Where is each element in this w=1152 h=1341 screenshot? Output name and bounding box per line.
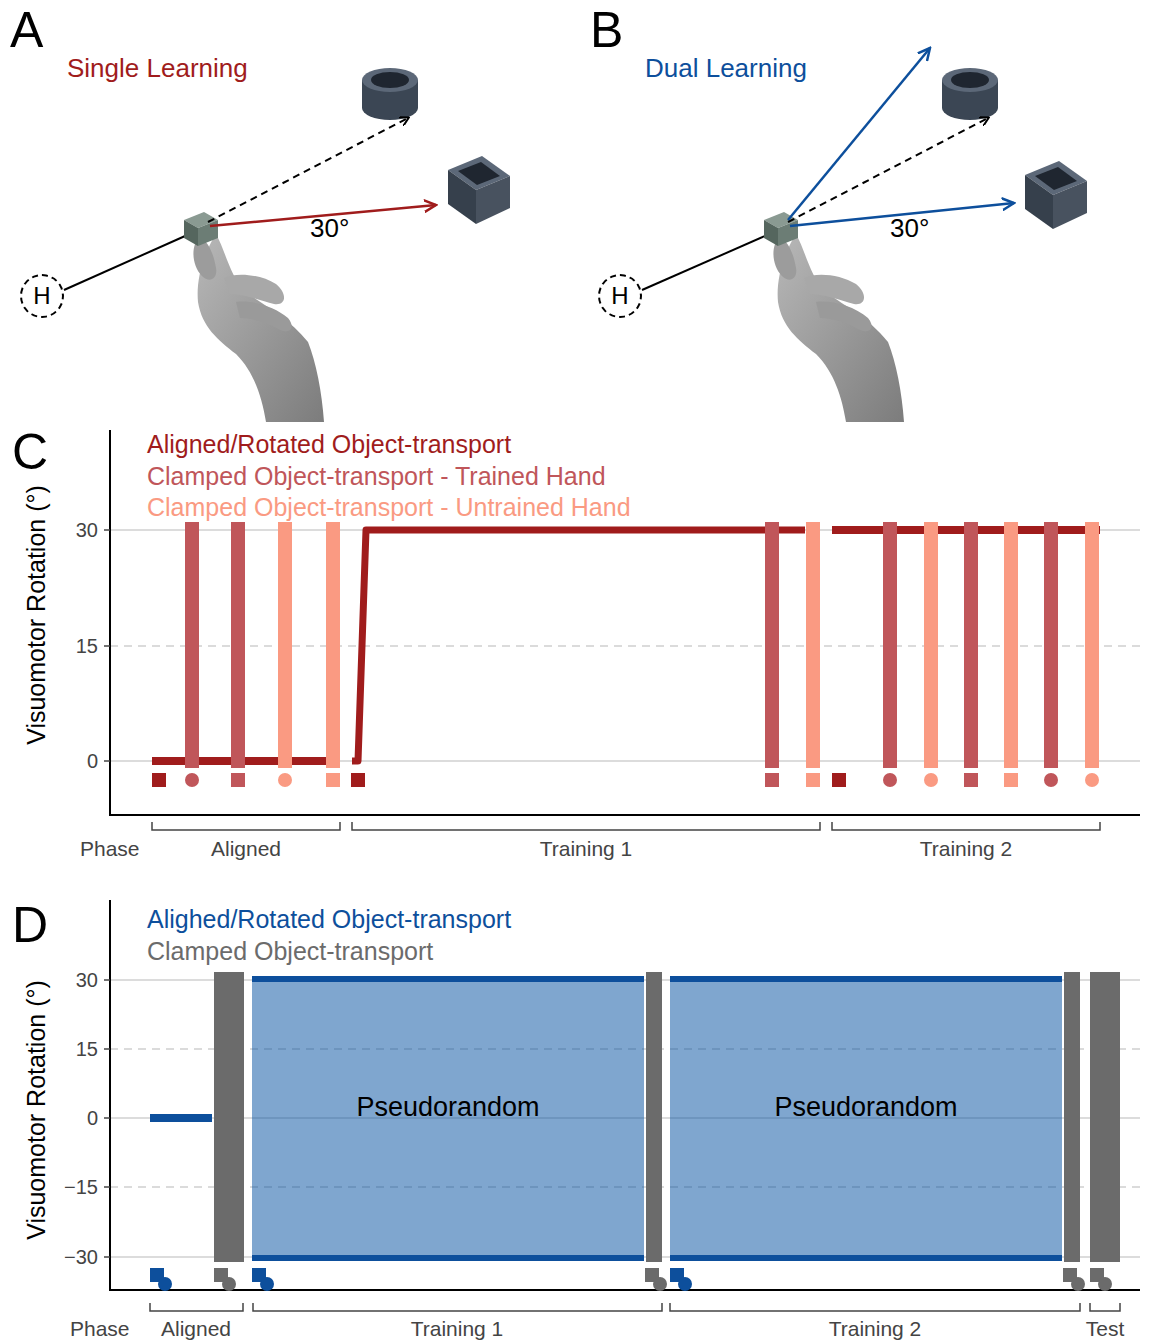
phase-marker: [1044, 773, 1058, 787]
clamp-bar: [1004, 522, 1018, 768]
phase-marker: [152, 773, 166, 787]
axis-title: Visuomotor Rotation (°): [24, 980, 49, 1240]
legend-text: Clamped Object-transport: [147, 939, 433, 964]
panel-letter: D: [12, 900, 48, 950]
phase-marker: [964, 773, 978, 787]
tick-label: −30: [64, 1247, 98, 1267]
panel-c-plot: [104, 430, 1140, 830]
clamp-bar: [185, 522, 199, 768]
legend-text: Clamped Object-transport - Untrained Han…: [147, 495, 631, 520]
clamp-bar: [765, 522, 779, 768]
phase-marker: [1004, 773, 1018, 787]
panel-title: Dual Learning: [645, 55, 807, 81]
phase-marker: [351, 773, 365, 787]
phase-marker: [806, 773, 820, 787]
angle-label: 30°: [890, 215, 929, 241]
panel-b-illustration: [642, 48, 1087, 422]
phase-marker: [278, 773, 292, 787]
phase-label: Aligned: [161, 1318, 231, 1339]
tick-label: 0: [87, 751, 98, 771]
phase-marker: [260, 1277, 274, 1291]
axis-title: Visuomotor Rotation (°): [24, 485, 49, 745]
phase-label: Phase: [70, 1318, 130, 1339]
phase-marker: [1071, 1277, 1085, 1291]
clamp-bar: [964, 522, 978, 768]
phase-label: Training 2: [829, 1318, 922, 1339]
start-circle: H: [598, 274, 642, 318]
rotation-band: Pseudorandom: [252, 976, 644, 1261]
clamp-bar: [231, 522, 245, 768]
phase-marker: [158, 1277, 172, 1291]
phase-marker: [222, 1277, 236, 1291]
phase-label: Training 1: [411, 1318, 504, 1339]
phase-marker: [185, 773, 199, 787]
clamp-bar: [806, 522, 820, 768]
phase-marker: [678, 1277, 692, 1291]
legend-text: Alighed/Rotated Object-transport: [147, 907, 511, 932]
phase-label: Test: [1086, 1318, 1125, 1339]
node-text: Pseudorandom: [356, 1094, 539, 1121]
panel-d-plot: [104, 900, 1140, 1311]
phase-marker: [231, 773, 245, 787]
legend-text: Clamped Object-transport - Trained Hand: [147, 464, 606, 489]
tick-label: 15: [76, 1039, 98, 1059]
clamp-bar: [1085, 522, 1099, 768]
phase-label: Aligned: [211, 838, 281, 859]
clamp-bar: [883, 522, 897, 768]
tick-label: 30: [76, 520, 98, 540]
phase-label: Training 2: [920, 838, 1013, 859]
phase-label: Training 1: [540, 838, 633, 859]
phase-marker: [1098, 1277, 1112, 1291]
panel-title: Single Learning: [67, 55, 248, 81]
tick-label: 0: [87, 1108, 98, 1128]
node-text: Pseudorandom: [774, 1094, 957, 1121]
clamp-bar: [326, 522, 340, 768]
panel-a-illustration: [64, 68, 510, 422]
rotation-band: Pseudorandom: [670, 976, 1062, 1261]
phase-label: Phase: [80, 838, 140, 859]
panel-letter: A: [10, 5, 43, 55]
node-text: H: [611, 284, 628, 308]
legend-text: Aligned/Rotated Object-transport: [147, 432, 511, 457]
phase-marker: [765, 773, 779, 787]
phase-marker: [1085, 773, 1099, 787]
clamp-bar: [924, 522, 938, 768]
phase-marker: [832, 773, 846, 787]
tick-label: 15: [76, 636, 98, 656]
phase-marker: [924, 773, 938, 787]
phase-marker: [653, 1277, 667, 1291]
tick-label: 30: [76, 970, 98, 990]
phase-marker: [883, 773, 897, 787]
clamp-bar: [278, 522, 292, 768]
node-text: H: [33, 284, 50, 308]
panel-letter: B: [590, 5, 623, 55]
phase-marker: [326, 773, 340, 787]
panel-letter: C: [12, 427, 48, 477]
tick-label: −15: [64, 1177, 98, 1197]
start-circle: H: [20, 274, 64, 318]
clamp-bar: [1044, 522, 1058, 768]
angle-label: 30°: [310, 215, 349, 241]
